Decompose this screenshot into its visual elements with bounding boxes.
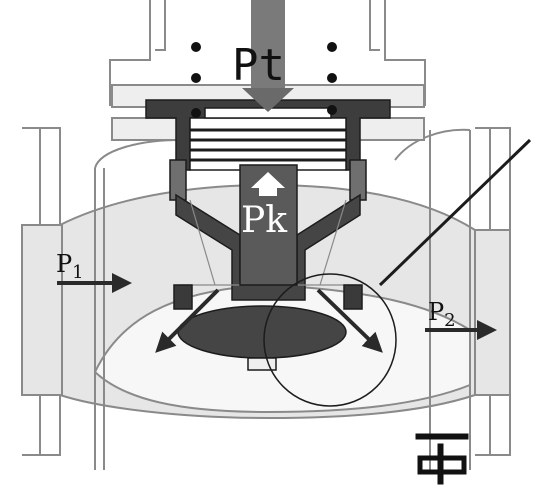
right-seal xyxy=(349,159,367,201)
pt-supply-tube xyxy=(251,0,285,90)
inlet-pipe xyxy=(21,224,63,396)
pk-arrow xyxy=(251,172,285,196)
left-seal xyxy=(169,159,187,201)
disc-nut xyxy=(247,357,277,371)
pk-label: Pk xyxy=(241,200,288,241)
detail-circle xyxy=(263,273,397,407)
flow-arrow-left xyxy=(155,288,220,353)
membrane-chamber xyxy=(189,117,347,171)
pt-label: Pt xyxy=(232,40,285,91)
flow-arrow-right xyxy=(316,288,383,353)
valve-disc xyxy=(177,305,347,359)
piston-springs xyxy=(190,128,346,162)
outlet-pipe xyxy=(474,229,511,396)
left-seat xyxy=(173,284,193,310)
outlet-flange-bottom xyxy=(475,394,511,456)
p1-label: P1 xyxy=(56,250,84,283)
pilot-ports xyxy=(191,42,337,118)
pt-arrow xyxy=(242,88,294,112)
outlet-flange-top xyxy=(475,127,511,231)
corner-symbol xyxy=(415,433,469,485)
right-seat xyxy=(343,284,363,310)
p2-label: P2 xyxy=(428,298,456,331)
detail-pointer xyxy=(378,138,532,287)
